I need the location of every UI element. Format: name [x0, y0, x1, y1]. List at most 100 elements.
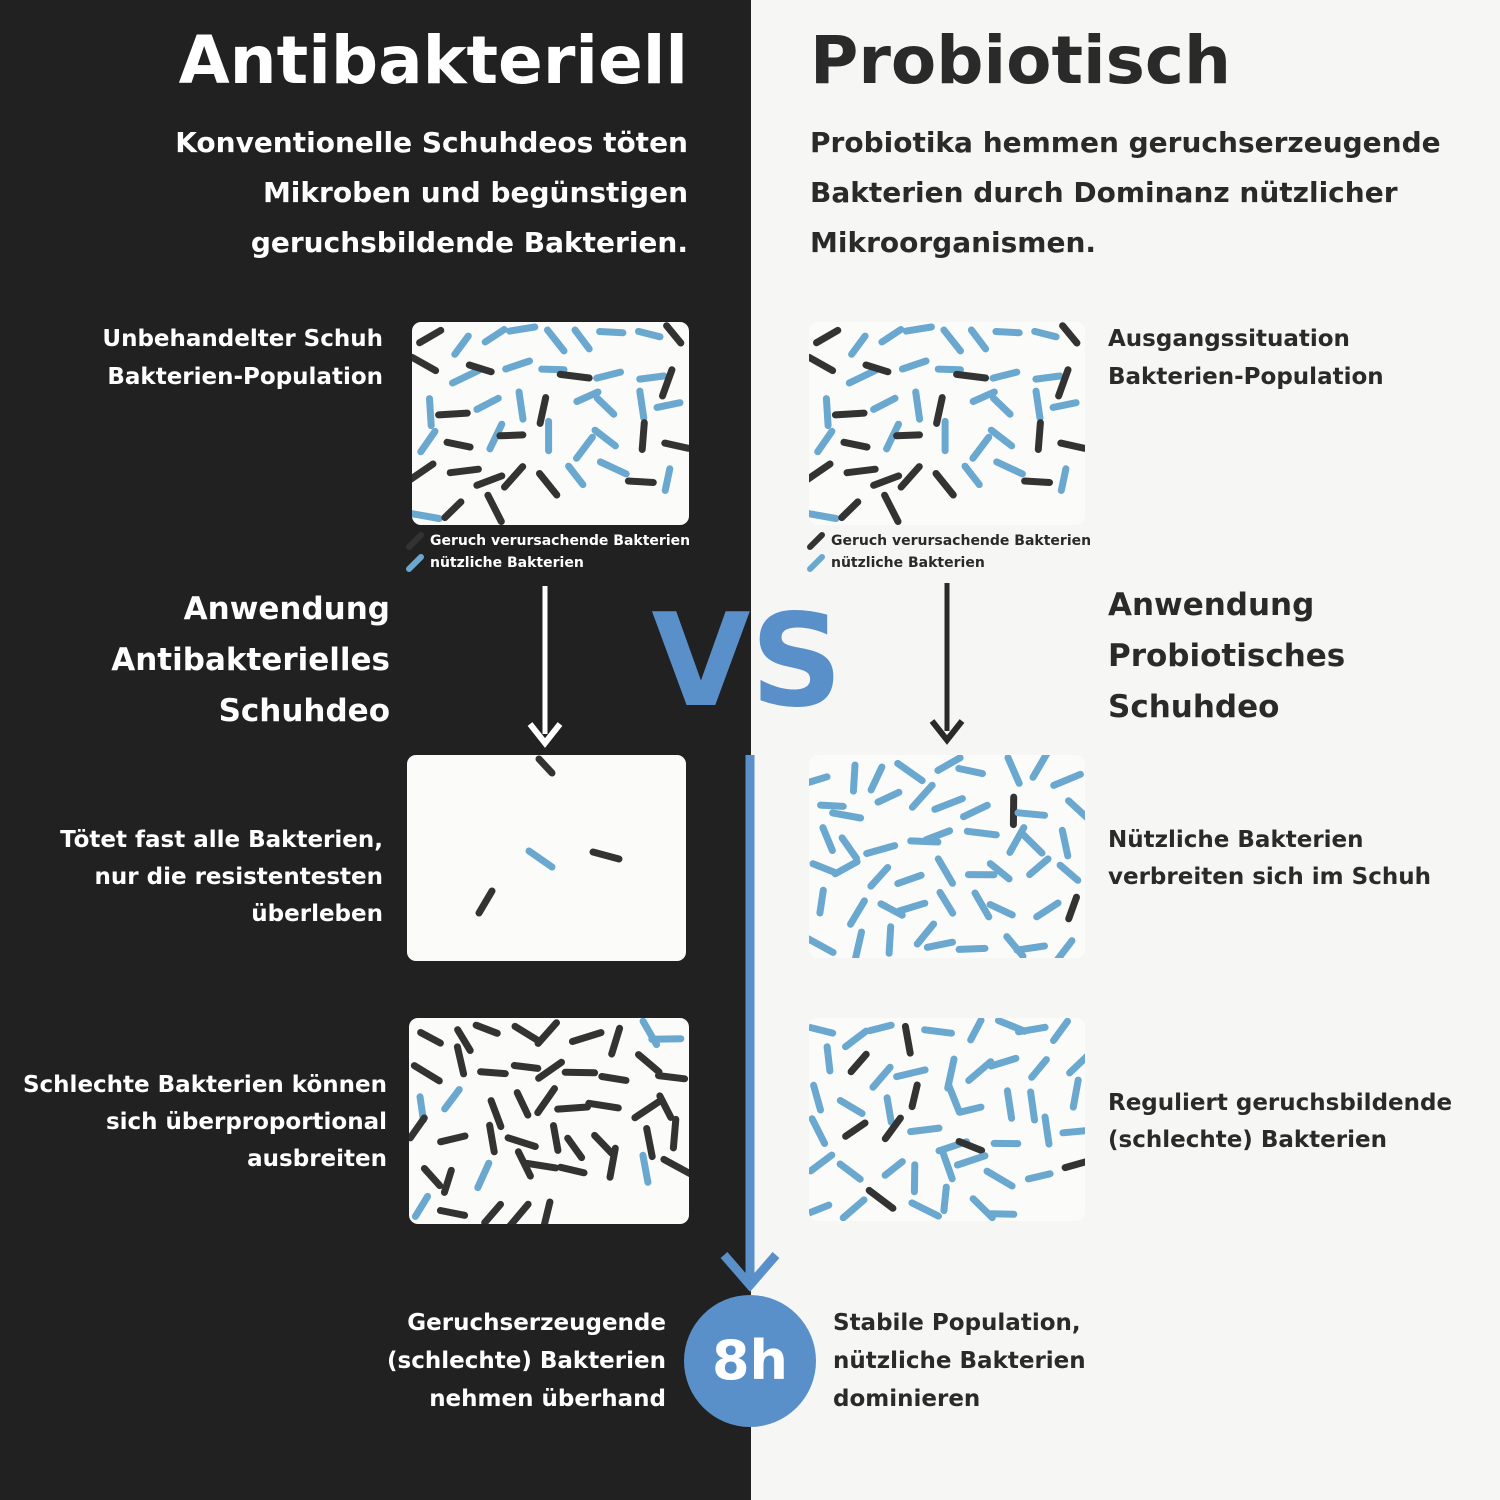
bacteria-field [809, 322, 1085, 525]
bad-bacterium [585, 1099, 622, 1112]
bad-bacterium [568, 1029, 605, 1045]
bad-bacterium [536, 470, 561, 499]
good-bacterium [990, 394, 1014, 418]
label-line: Geruchserzeugende [407, 1310, 666, 1336]
good-bacterium [544, 326, 568, 355]
label-line: Bakterien-Population [1108, 364, 1384, 390]
left-title: Antibakteriell [178, 22, 688, 99]
good-bacterium [441, 1086, 463, 1113]
right-down-arrow-icon [929, 583, 965, 745]
good-bacterium [836, 1160, 864, 1183]
bad-bacterium [550, 1122, 562, 1154]
good-bacterium [883, 420, 902, 453]
good-bacterium [636, 372, 668, 383]
right-step1-label: Ausgangssituation Bakterien-Population [1108, 320, 1384, 396]
good-bacterium [907, 1124, 943, 1136]
good-bacterium [822, 395, 832, 430]
good-bacterium [809, 1151, 836, 1175]
bad-bacterium [416, 326, 445, 347]
legend-label: nützliche Bakterien [831, 555, 985, 571]
bad-bacterium [453, 1043, 468, 1078]
good-bacterium [412, 510, 443, 522]
good-bacterium [908, 1199, 942, 1220]
good-bacterium [836, 1097, 866, 1117]
right-result-label: Stabile Population, nützliche Bakterien … [833, 1304, 1086, 1418]
good-bacterium [936, 888, 957, 917]
time-8h-badge: 8h [684, 1295, 816, 1427]
good-bacterium [809, 1115, 829, 1147]
good-bacterium [922, 827, 954, 844]
good-bacterium [895, 899, 929, 915]
bad-bacterium [661, 439, 689, 452]
good-bacterium [838, 834, 860, 862]
bad-bacterium [635, 1051, 663, 1076]
label-line: Antibakterielles [111, 642, 390, 678]
bacteria-field [809, 755, 1085, 958]
good-bacterium [411, 1192, 432, 1220]
label-line: nehmen überhand [429, 1386, 666, 1412]
good-bacterium [525, 847, 556, 871]
bad-bacterium [881, 1114, 904, 1143]
bad-bacterium [660, 1155, 689, 1177]
bad-bacterium [631, 1098, 663, 1122]
bad-bacterium [496, 431, 527, 440]
bad-bacterium [932, 470, 957, 499]
bad-bacterium [484, 491, 505, 525]
bad-bacterium [511, 1022, 541, 1044]
bad-bacteria-swatch [406, 532, 424, 550]
good-bacterium [885, 923, 895, 957]
bad-bacterium [809, 353, 837, 375]
left-legend-good: nützliche Bakterien [404, 552, 584, 574]
good-bacterium [913, 920, 938, 948]
good-bacteria-swatch [807, 554, 825, 572]
good-bacterium [1003, 1087, 1016, 1122]
good-bacterium [817, 801, 847, 810]
left-step2-label: Tötet fast alle Bakterien, nur die resis… [60, 822, 383, 933]
left-subtitle-line: Konventionelle Schuhdeos töten [175, 126, 688, 159]
good-bacterium [502, 357, 533, 373]
right-step3-label: Reguliert geruchsbildende (schlechte) Ba… [1108, 1085, 1452, 1159]
bad-bacterium [535, 1058, 565, 1082]
good-bacterium [809, 935, 837, 956]
bad-bacterium [440, 1166, 455, 1196]
label-line: Reguliert geruchsbildende [1108, 1090, 1453, 1116]
right-after-treatment [809, 755, 1085, 958]
bad-bacterium [831, 409, 868, 419]
bacteria-field [409, 1018, 689, 1224]
good-bacterium [883, 1094, 895, 1126]
good-bacterium [1058, 826, 1072, 860]
bad-bacterium [443, 438, 474, 451]
good-bacterium [852, 928, 865, 958]
bad-bacterium [441, 498, 465, 522]
good-bacterium [829, 809, 865, 822]
good-bacterium [881, 1158, 906, 1179]
bad-bacterium [417, 1029, 444, 1047]
label-line: Stabile Population, [833, 1310, 1081, 1336]
good-bacterium [940, 1183, 950, 1215]
bad-bacterium [465, 361, 495, 376]
label-line: verbreiten sich im Schuh [1108, 864, 1431, 890]
good-bacterium [869, 1063, 894, 1091]
label-line: (schlechte) Bakterien [387, 1348, 666, 1374]
good-bacterium [992, 328, 1023, 337]
good-bacterium [1065, 797, 1085, 821]
bad-bacterium [556, 370, 593, 382]
good-bacterium [593, 394, 618, 418]
good-bacterium [867, 763, 886, 794]
bacteria-field [412, 322, 689, 525]
good-bacterium [473, 394, 502, 413]
bad-bacterium [534, 1019, 560, 1047]
good-bacterium [1017, 829, 1046, 857]
timeline-arrow-icon [720, 755, 780, 1292]
label-line: (schlechte) Bakterien [1108, 1127, 1387, 1153]
good-bacterium [870, 394, 899, 413]
right-initial-population [809, 322, 1085, 525]
bad-bacterium [1057, 439, 1085, 452]
good-bacterium [894, 759, 926, 785]
left-subtitle: Konventionelle Schuhdeos töten Mikroben … [175, 118, 688, 268]
good-bacterium [653, 399, 684, 411]
good-bacterium [451, 332, 472, 358]
label-line: nur die resistentesten [94, 864, 383, 890]
good-bacterium [1050, 770, 1084, 789]
bad-bacterium [487, 1097, 505, 1131]
